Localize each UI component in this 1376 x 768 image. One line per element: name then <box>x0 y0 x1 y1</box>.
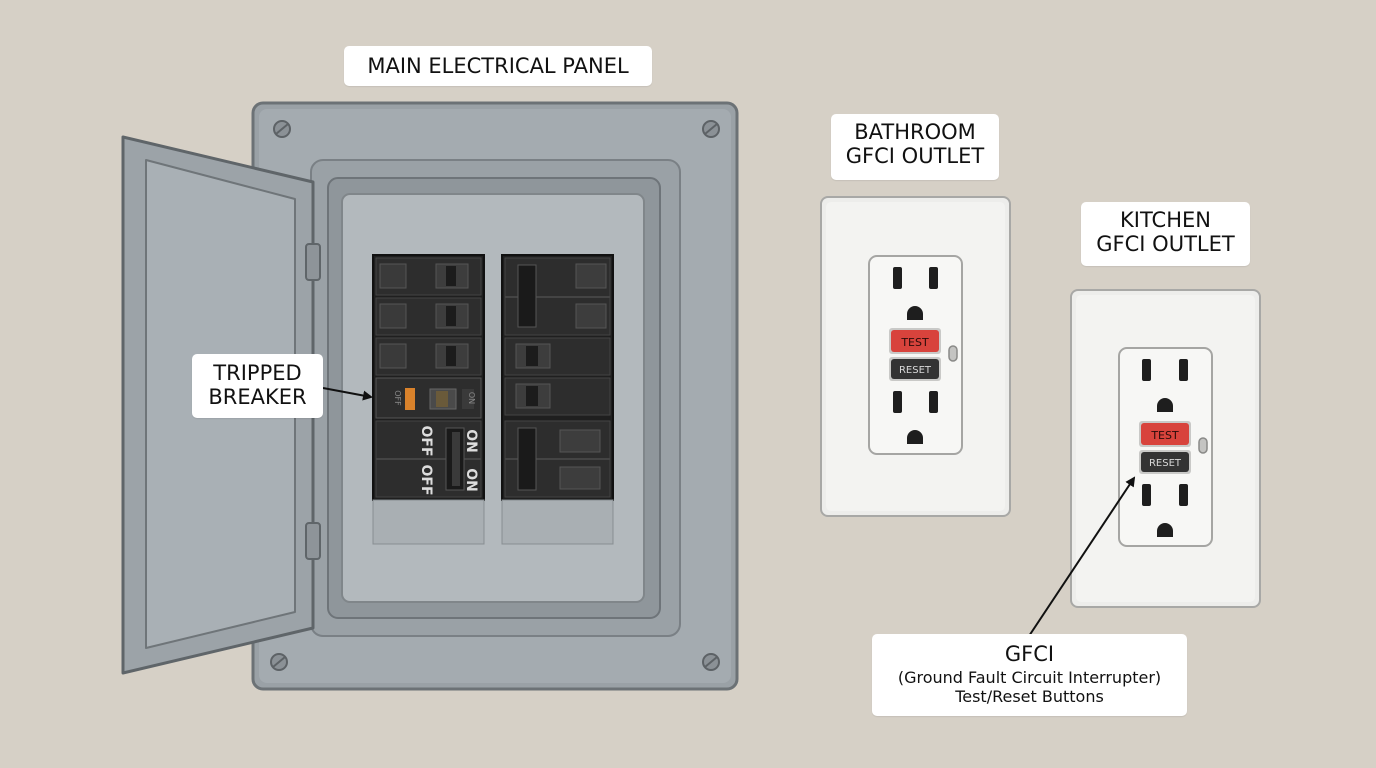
outlet-slot-icon <box>893 391 938 444</box>
breaker[interactable] <box>375 337 482 376</box>
electrical-panel: OFF OFF ON ON OFF ON <box>251 101 739 691</box>
test-button[interactable]: TEST <box>889 328 941 354</box>
tripped-breaker-off-text: OFF <box>393 390 402 406</box>
svg-text:RESET: RESET <box>1149 458 1182 469</box>
svg-text:RESET: RESET <box>899 365 932 376</box>
svg-text:OFF: OFF <box>418 464 434 495</box>
svg-text:ON: ON <box>467 392 476 404</box>
tripped-breaker-label: TRIPPED BREAKER <box>192 354 323 418</box>
tripped-breaker-arrow <box>322 387 373 401</box>
double-breaker[interactable] <box>375 420 482 498</box>
outlet-slot-icon <box>1142 359 1188 412</box>
double-breaker[interactable] <box>504 257 611 336</box>
hinge-icon <box>305 243 321 281</box>
svg-text:ON: ON <box>463 468 479 492</box>
outlet-slot-icon <box>1142 484 1188 537</box>
gfci-label-subtitle: (Ground Fault Circuit Interrupter) <box>897 667 1162 687</box>
svg-text:TEST: TEST <box>1150 429 1179 442</box>
svg-text:ON: ON <box>463 429 479 453</box>
bathroom-gfci-outlet: TEST RESET <box>820 196 1011 517</box>
svg-text:OFF: OFF <box>393 390 402 406</box>
reset-button[interactable]: RESET <box>889 357 941 381</box>
screw-icon <box>270 653 288 671</box>
reset-button[interactable]: RESET <box>1139 450 1191 474</box>
breaker[interactable] <box>504 377 611 416</box>
screw-icon <box>702 120 720 138</box>
gfci-label-title: GFCI <box>1004 642 1055 666</box>
breaker[interactable] <box>375 257 482 296</box>
tripped-label-line1: TRIPPED <box>213 361 302 385</box>
indicator-light <box>948 345 958 362</box>
main-panel-label: MAIN ELECTRICAL PANEL <box>344 46 652 86</box>
screw-icon <box>702 653 720 671</box>
tripped-breaker[interactable] <box>375 377 482 419</box>
outlet-slot-icon <box>893 267 938 320</box>
indicator-light <box>1198 437 1208 454</box>
svg-text:OFF: OFF <box>418 425 434 456</box>
gfci-label: GFCI (Ground Fault Circuit Interrupter) … <box>872 634 1187 716</box>
gfci-label-buttons: Test/Reset Buttons <box>955 687 1104 707</box>
kitchen-gfci-outlet: TEST RESET <box>1070 289 1261 608</box>
screw-icon <box>273 120 291 138</box>
kitchen-label-line1: KITCHEN <box>1120 208 1211 232</box>
breaker-off-text: OFF <box>418 425 434 456</box>
breaker-on-text: ON <box>463 468 479 492</box>
svg-text:TEST: TEST <box>900 336 929 349</box>
gfci-arrow <box>1028 476 1136 637</box>
hinge-icon <box>305 522 321 560</box>
breaker-off-text: OFF <box>418 464 434 495</box>
breaker[interactable] <box>504 337 611 376</box>
bathroom-label-line1: BATHROOM <box>854 120 976 144</box>
tripped-indicator <box>405 388 415 410</box>
kitchen-label-line2: GFCI OUTLET <box>1096 231 1235 256</box>
breaker[interactable] <box>375 297 482 336</box>
bathroom-label-line2: GFCI OUTLET <box>845 143 985 168</box>
double-breaker[interactable] <box>504 420 611 498</box>
tripped-breaker-on-text: ON <box>467 392 476 404</box>
test-button[interactable]: TEST <box>1139 421 1191 447</box>
bathroom-outlet-label: BATHROOM GFCI OUTLET <box>831 114 999 180</box>
breaker-on-text: ON <box>463 429 479 453</box>
tripped-label-line2: BREAKER <box>208 384 307 409</box>
main-panel-label-text: MAIN ELECTRICAL PANEL <box>367 54 629 78</box>
kitchen-outlet-label: KITCHEN GFCI OUTLET <box>1081 202 1250 266</box>
